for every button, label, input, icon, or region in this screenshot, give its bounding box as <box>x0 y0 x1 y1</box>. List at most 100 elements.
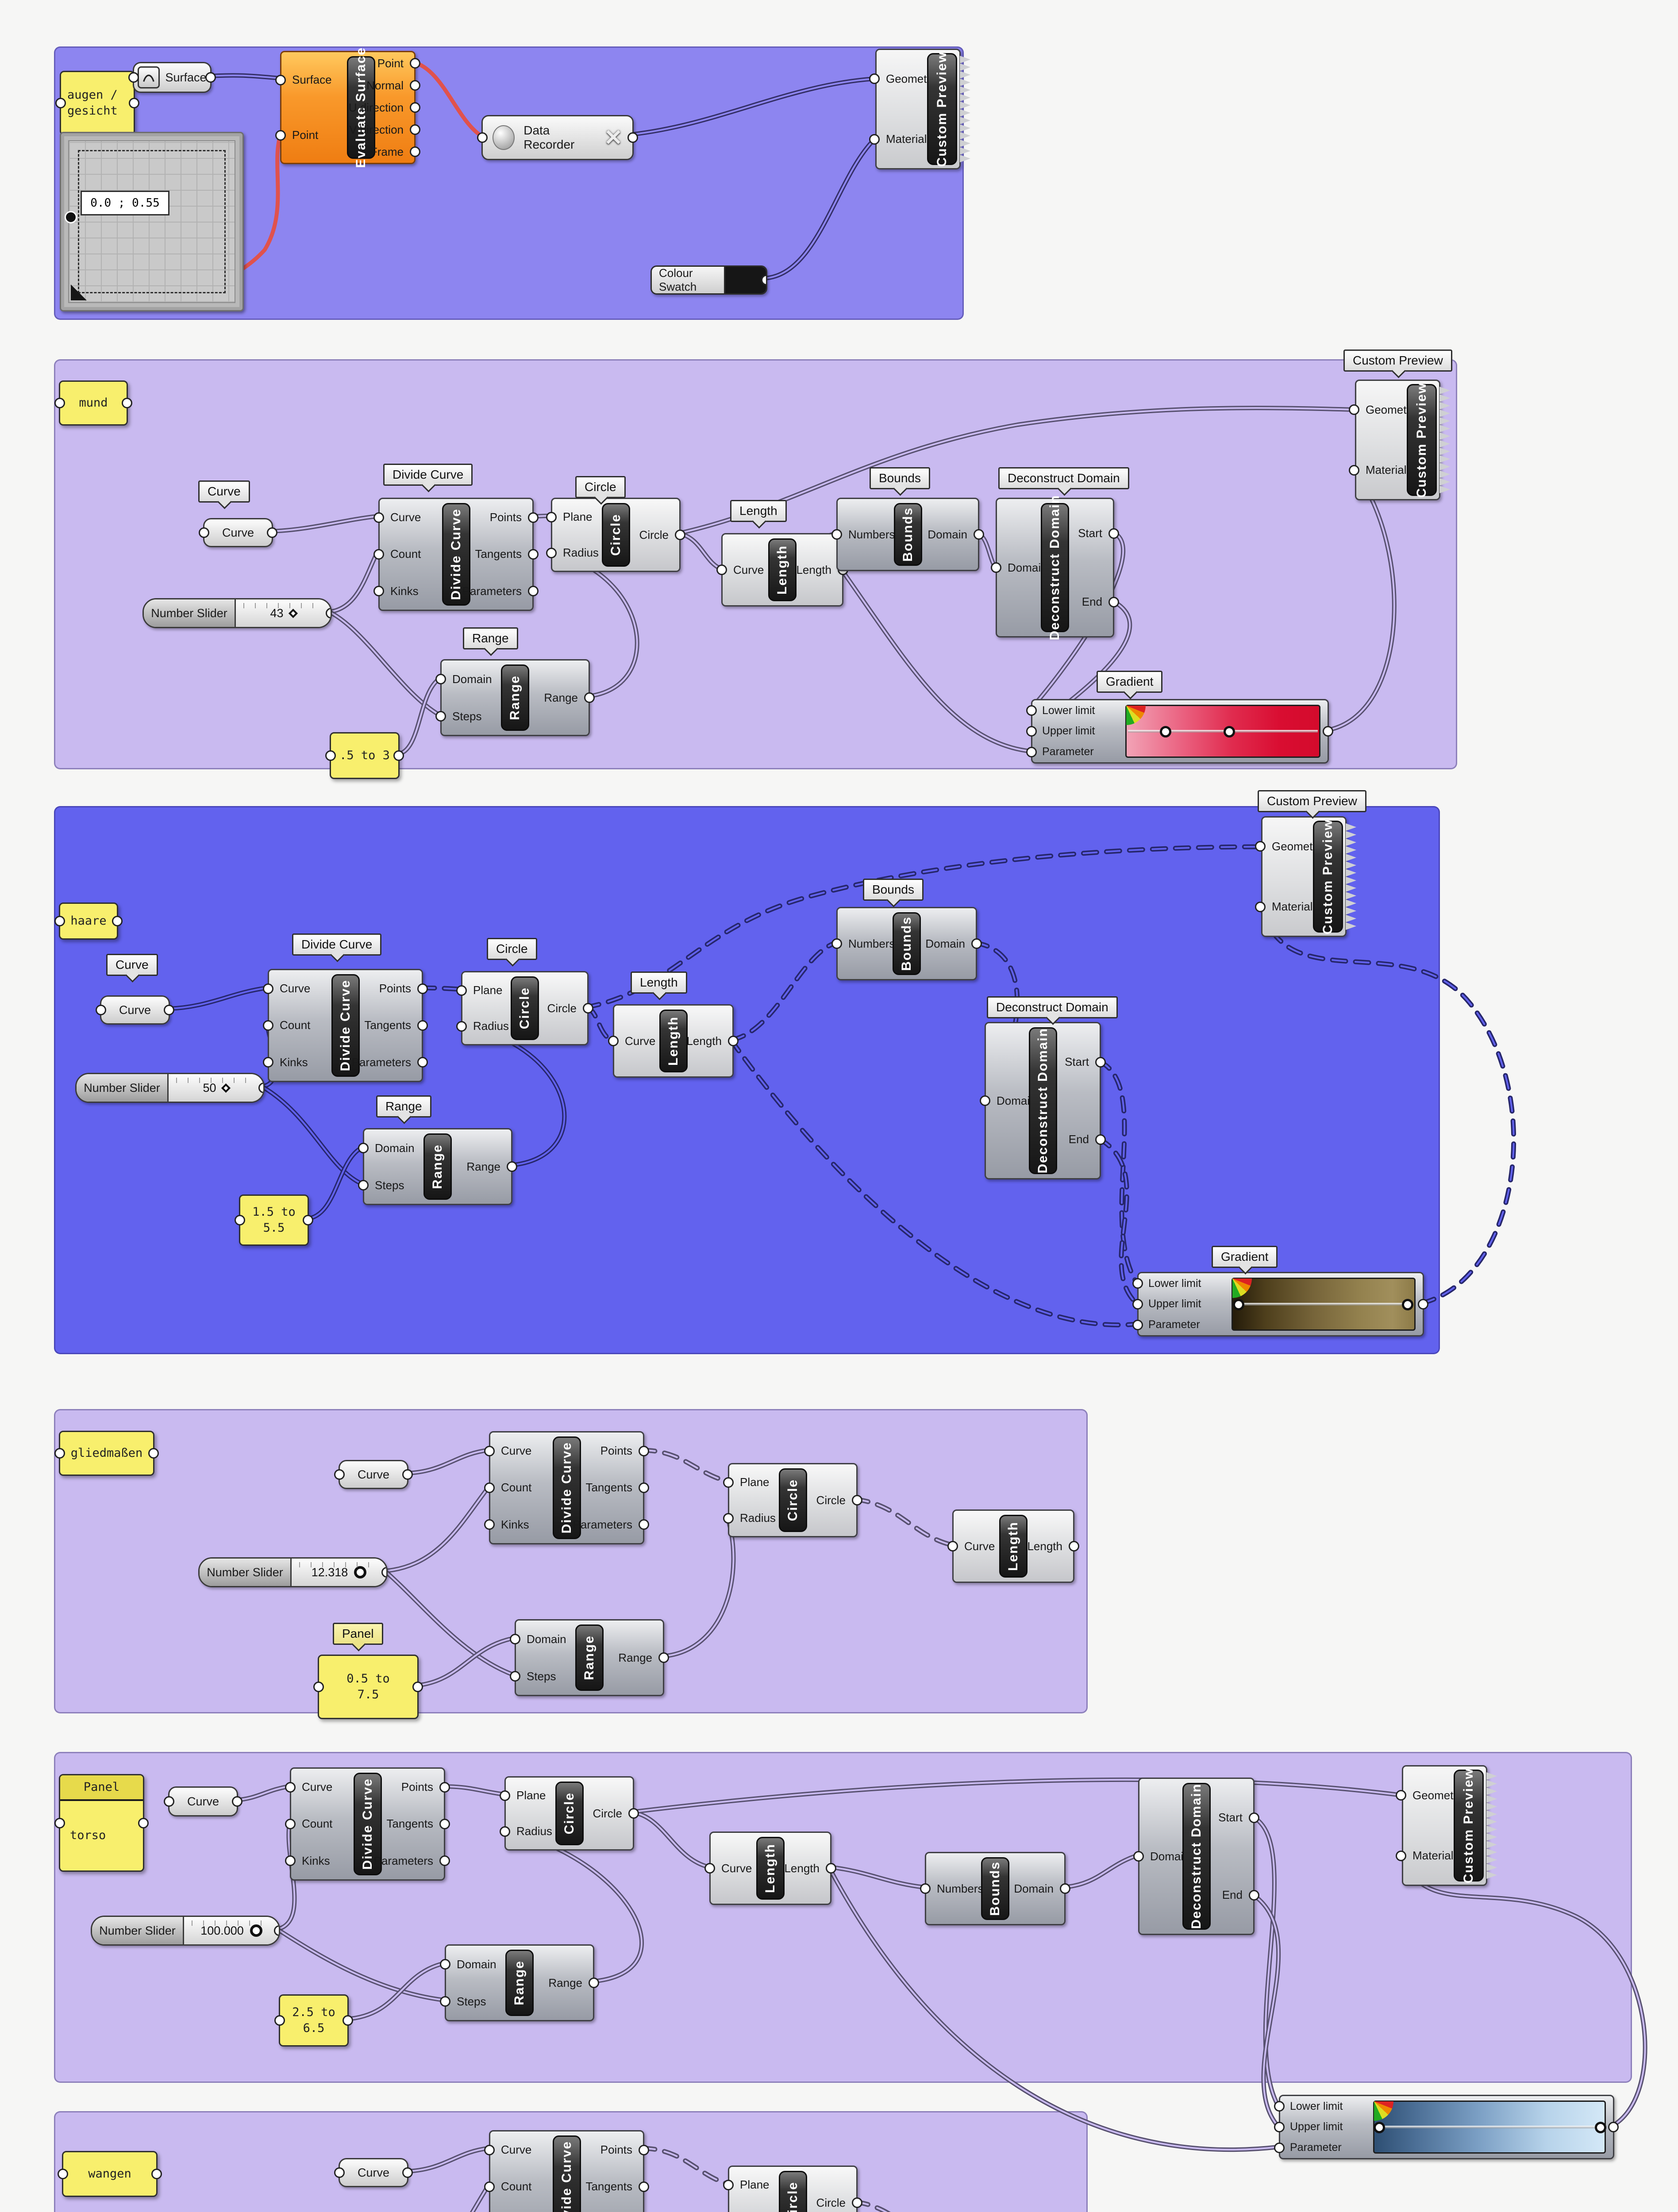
input-nub[interactable] <box>500 1790 510 1801</box>
slider-grip-icon[interactable] <box>288 608 298 618</box>
input-domain[interactable]: Domain <box>440 1958 520 1971</box>
param-input-nub[interactable] <box>164 1796 174 1807</box>
input-count[interactable]: Count <box>484 1481 567 1494</box>
input-plane[interactable]: Plane <box>546 510 616 524</box>
input-nub[interactable] <box>435 711 446 722</box>
output-circle[interactable]: Circle <box>570 1807 639 1820</box>
output-parameters[interactable]: Parameters <box>456 584 539 598</box>
curve-param[interactable]: Curve <box>334 2158 413 2187</box>
input-geometry[interactable]: Geometry <box>1396 1789 1463 1802</box>
input-steps[interactable]: Steps <box>510 1670 589 1683</box>
output-nub[interactable] <box>1249 1889 1259 1901</box>
input-nub[interactable] <box>263 983 273 994</box>
output-range[interactable]: Range <box>520 1976 599 1990</box>
input-domain[interactable]: Domain <box>991 561 1055 575</box>
custom-preview-component[interactable]: Geometry Material Custom Preview <box>1255 816 1356 937</box>
output-tangents[interactable]: Tangents <box>456 547 539 561</box>
divide-curve-component[interactable]: Curve Count Kinks Divide Curve Points Ta… <box>484 2130 649 2212</box>
input-count[interactable]: Count <box>263 1018 346 1032</box>
input-nub[interactable] <box>358 1180 369 1190</box>
panel-input-nub[interactable] <box>235 1215 245 1225</box>
input-nub[interactable] <box>831 938 842 949</box>
output-point[interactable]: Point <box>364 57 420 70</box>
input-nub[interactable] <box>263 1020 273 1031</box>
input-lower-limit[interactable]: Lower limit <box>1274 2100 1373 2113</box>
input-material[interactable]: Material <box>1396 1849 1457 1863</box>
panel-input-nub[interactable] <box>54 1817 65 1828</box>
panel-input-nub[interactable] <box>274 2015 285 2026</box>
input-nub[interactable] <box>920 1883 931 1894</box>
output-start[interactable]: Start <box>1043 1055 1106 1069</box>
input-upper-limit[interactable]: Upper limit <box>1132 1298 1232 1310</box>
data-recorder[interactable]: Data Recorder ✕ <box>477 115 638 160</box>
output-nub[interactable] <box>583 1003 593 1014</box>
output-nub[interactable] <box>584 692 595 703</box>
deconstruct-domain-component[interactable]: Domain Deconstruct Domain Start End <box>1133 1778 1259 1935</box>
curve-param[interactable]: Curve <box>164 1786 242 1816</box>
custom-preview-component[interactable]: Geometry Material Custom Preview <box>1396 1765 1497 1886</box>
input-nub[interactable] <box>484 2181 495 2192</box>
input-nub[interactable] <box>1255 901 1266 912</box>
panel-torso[interactable]: Panel torso <box>54 1774 149 1872</box>
input-nub[interactable] <box>285 1818 296 1829</box>
input-geometry[interactable]: Geometry <box>1255 840 1322 853</box>
gradient-grip[interactable] <box>1594 2122 1606 2133</box>
input-nub[interactable] <box>1274 2121 1285 2132</box>
output-nub[interactable] <box>528 512 539 523</box>
output-domain[interactable]: Domain <box>908 528 984 541</box>
range-component[interactable]: Domain Steps Range Range <box>358 1128 517 1205</box>
output-length[interactable]: Length <box>782 563 848 577</box>
input-nub[interactable] <box>1132 1278 1143 1289</box>
output-points[interactable]: Points <box>567 2143 649 2157</box>
output-nub[interactable] <box>589 1978 599 1988</box>
panel-domain-gliedmassen[interactable]: 0.5 to 7.5 <box>313 1655 423 1719</box>
input-nub[interactable] <box>1396 1790 1406 1801</box>
output-points[interactable]: Points <box>346 982 428 995</box>
input-nub[interactable] <box>546 511 557 522</box>
input-nub[interactable] <box>991 562 1001 573</box>
input-nub[interactable] <box>285 1855 296 1866</box>
output-nub[interactable] <box>417 1057 428 1068</box>
circle-component[interactable]: Plane Radius Circle Circle <box>723 1463 862 1537</box>
output-tangents[interactable]: Tangents <box>567 2180 649 2193</box>
input-curve[interactable]: Curve <box>263 982 346 995</box>
input-nub[interactable] <box>510 1634 520 1644</box>
length-component[interactable]: Curve Length Length <box>947 1509 1079 1583</box>
output-nub[interactable] <box>1108 596 1119 607</box>
number-slider[interactable]: Number Slider 100.000 <box>91 1916 280 1946</box>
panel-input-nub[interactable] <box>325 750 336 761</box>
input-nub[interactable] <box>831 529 842 540</box>
input-nub[interactable] <box>500 1826 510 1837</box>
input-steps[interactable]: Steps <box>435 710 515 723</box>
input-nub[interactable] <box>373 586 384 597</box>
input-nub[interactable] <box>484 2144 495 2155</box>
param-input-nub[interactable] <box>334 2167 345 2178</box>
input-domain[interactable]: Domain <box>358 1141 438 1155</box>
number-slider[interactable]: Number Slider 12.318 <box>198 1557 388 1587</box>
output-nub[interactable] <box>627 132 638 143</box>
input-nub[interactable] <box>484 1519 495 1530</box>
gradient-grip[interactable] <box>1233 1299 1245 1310</box>
input-nub[interactable] <box>484 1445 495 1456</box>
output-parameters[interactable]: Parameters <box>368 1854 450 1868</box>
input-numbers[interactable]: Numbers <box>831 937 907 951</box>
input-count[interactable]: Count <box>484 2180 567 2193</box>
colour-swatch[interactable]: Colour Swatch <box>650 265 767 295</box>
output-nub[interactable] <box>439 1855 450 1866</box>
divide-curve-component[interactable]: Curve Count Kinks Divide Curve Points Ta… <box>484 1431 649 1544</box>
input-nub[interactable] <box>723 1513 734 1524</box>
input-count[interactable]: Count <box>285 1817 368 1831</box>
output-nub[interactable] <box>1069 1541 1079 1551</box>
output-frame[interactable]: Frame <box>364 145 420 159</box>
input-curve[interactable]: Curve <box>484 2143 567 2157</box>
input-nub[interactable] <box>285 1782 296 1793</box>
param-output-nub[interactable] <box>164 1005 174 1015</box>
output-circle[interactable]: Circle <box>525 1002 593 1015</box>
output-start[interactable]: Start <box>1055 526 1119 540</box>
panel-input-nub[interactable] <box>58 2169 68 2179</box>
input-material[interactable]: Material <box>869 132 931 146</box>
input-radius[interactable]: Radius <box>723 1511 793 1525</box>
input-radius[interactable]: Radius <box>500 1824 570 1838</box>
input-steps[interactable]: Steps <box>358 1179 438 1192</box>
input-kinks[interactable]: Kinks <box>285 1854 368 1868</box>
